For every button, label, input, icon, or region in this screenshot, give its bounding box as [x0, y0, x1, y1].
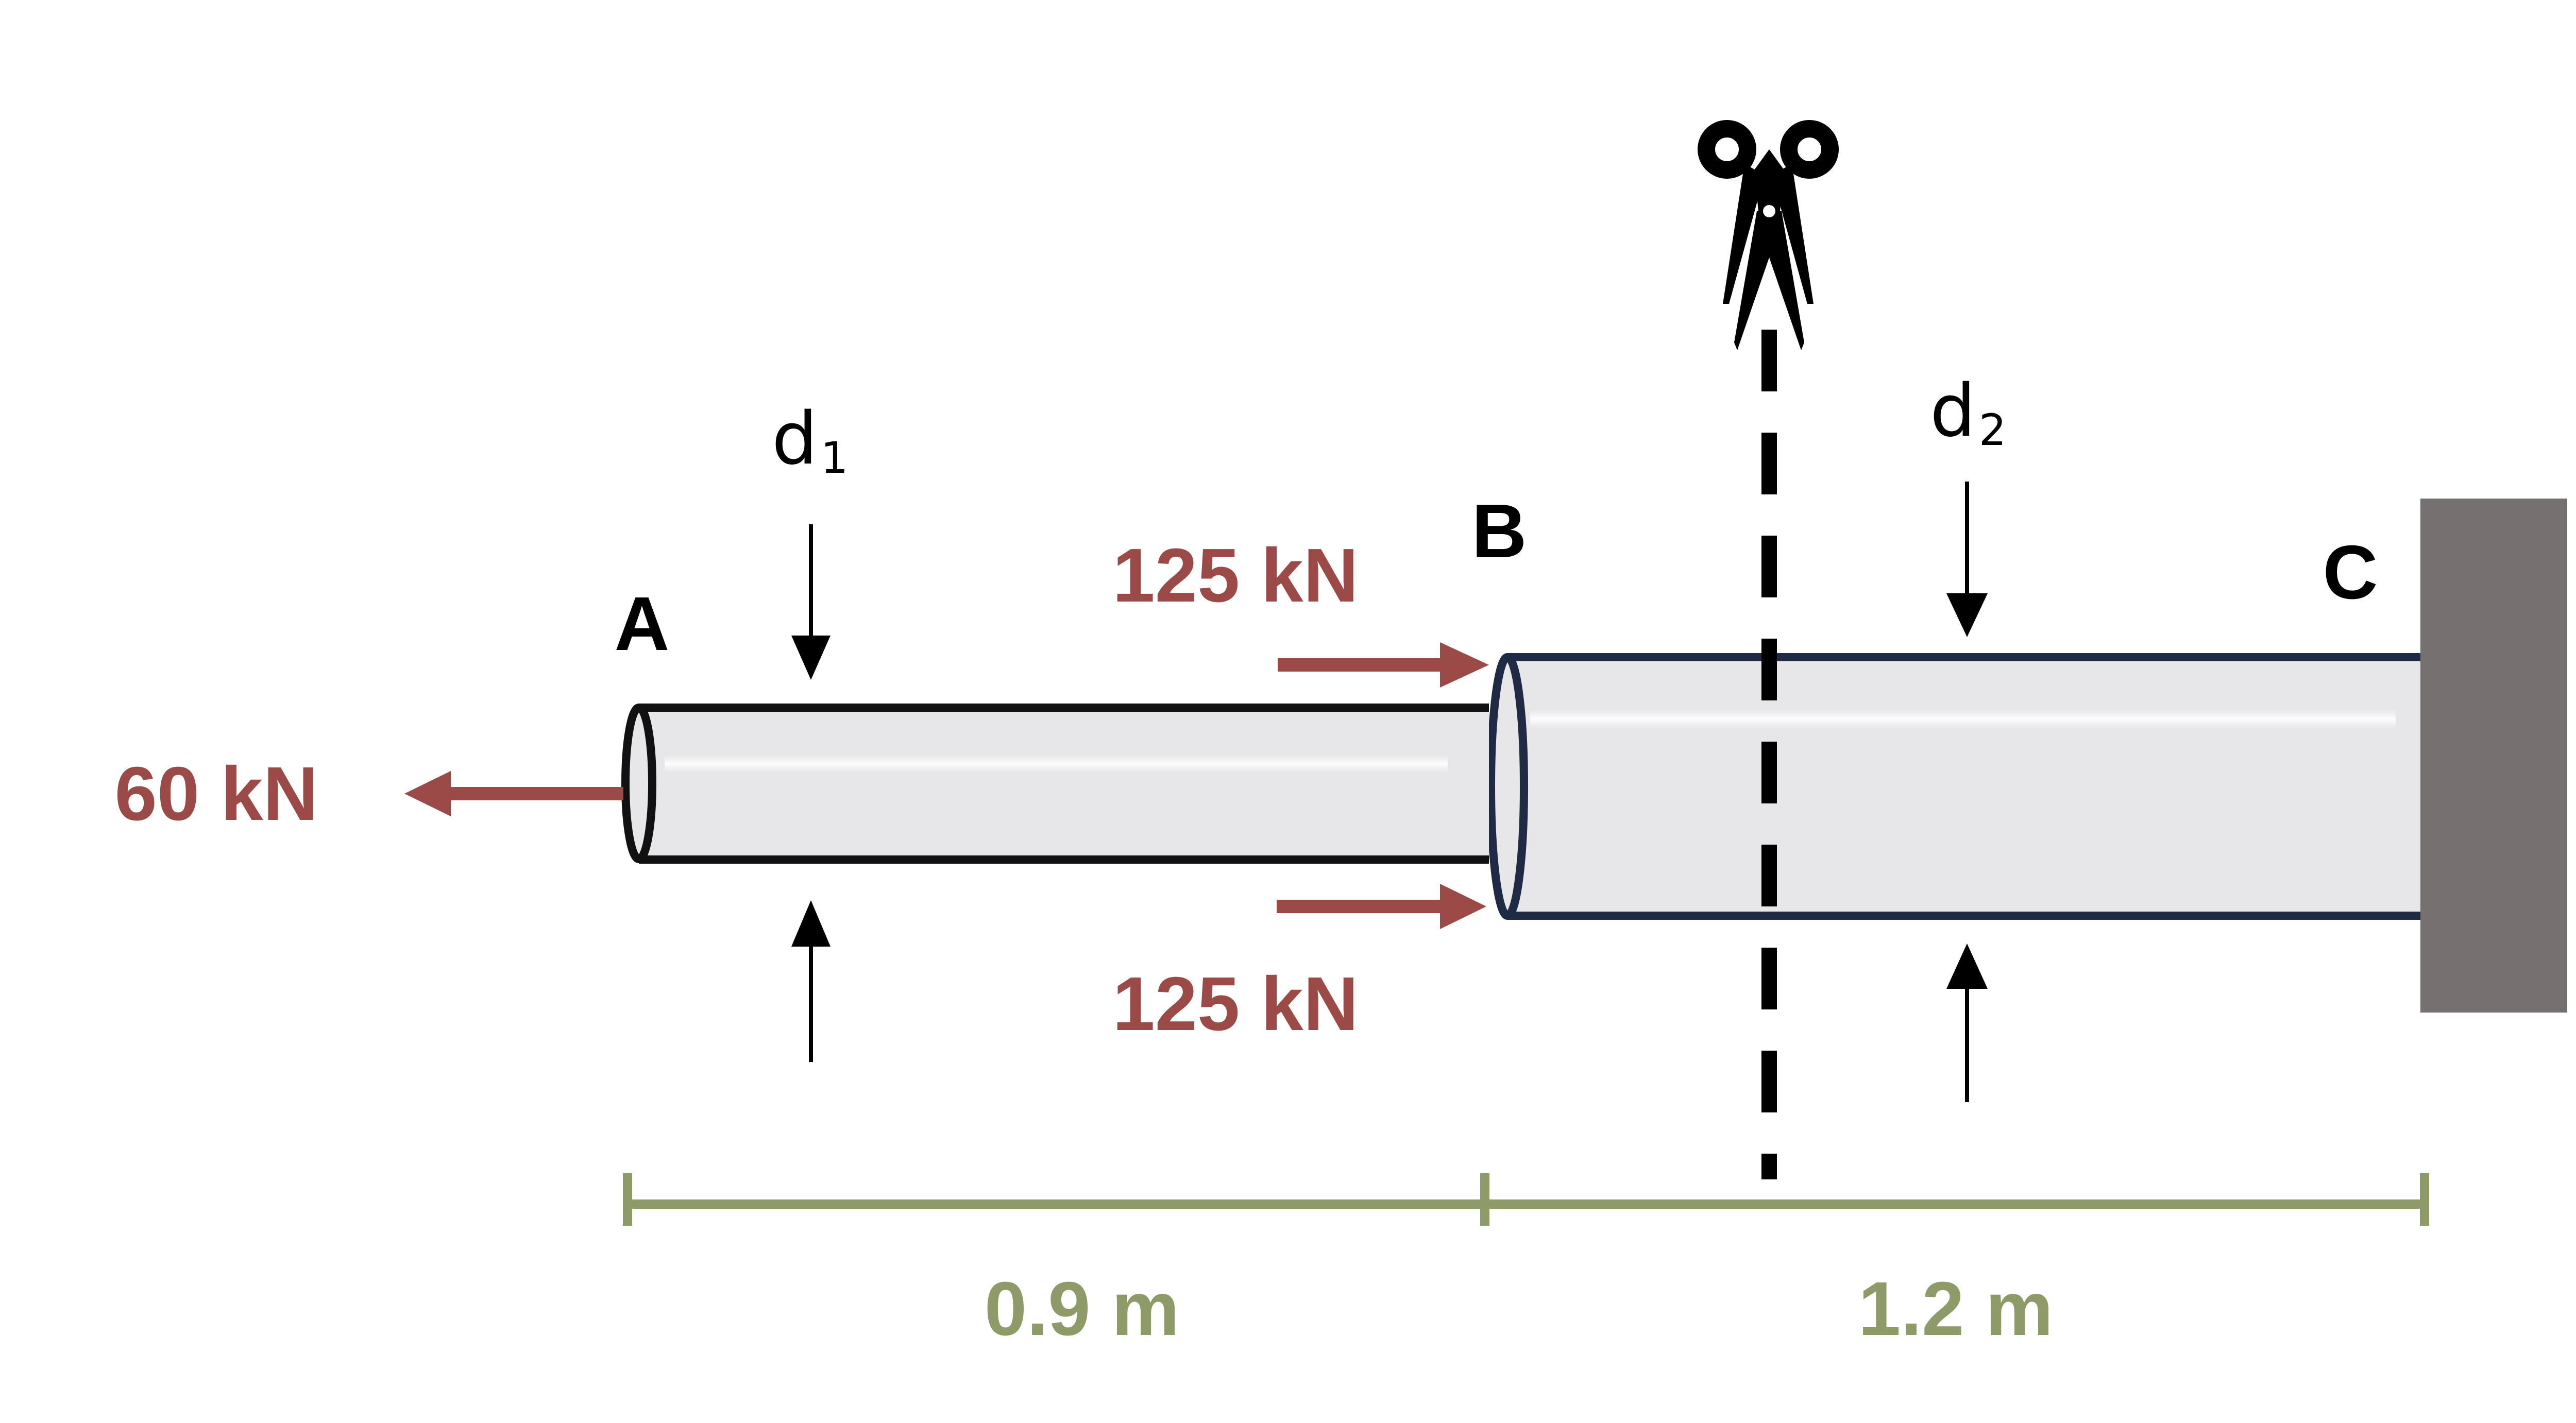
diameter-arrow-d2-bottom — [1946, 944, 1988, 1102]
point-label-b: B — [1472, 489, 1527, 574]
force-label-125kn-top: 125 kN — [1112, 533, 1358, 618]
force-arrow-60kn — [404, 771, 623, 816]
rod-segment-ab — [621, 704, 1489, 864]
force-label-125kn-bottom: 125 kN — [1112, 962, 1358, 1047]
diameter-label-d1: d1 — [772, 397, 848, 483]
dimension-line — [623, 1173, 2429, 1226]
d2-base: d — [1930, 369, 1976, 453]
force-arrow-125kn-bottom — [1277, 884, 1486, 929]
diameter-arrow-d1-top — [791, 524, 831, 680]
rod-bc-end-face — [1487, 653, 1528, 920]
rod-ab-end-face — [621, 704, 656, 863]
point-label-c: C — [2323, 530, 2378, 615]
force-label-60kn: 60 kN — [115, 751, 318, 836]
diameter-arrow-d2-top — [1946, 482, 1988, 637]
fixed-wall — [2420, 499, 2567, 1013]
d2-subscript: 2 — [1979, 405, 2006, 455]
point-label-a: A — [615, 581, 670, 666]
rod-segment-bc — [1487, 653, 2420, 920]
diameter-arrow-d1-bottom — [791, 900, 831, 1062]
d1-base: d — [772, 397, 818, 481]
diameter-label-d2: d2 — [1930, 369, 2006, 455]
force-arrow-125kn-top — [1278, 642, 1489, 688]
dimension-label-ab: 0.9 m — [985, 1266, 1179, 1351]
dimension-label-bc: 1.2 m — [1858, 1266, 2053, 1351]
d1-subscript: 1 — [821, 433, 848, 483]
scissors-icon — [1698, 120, 1839, 350]
